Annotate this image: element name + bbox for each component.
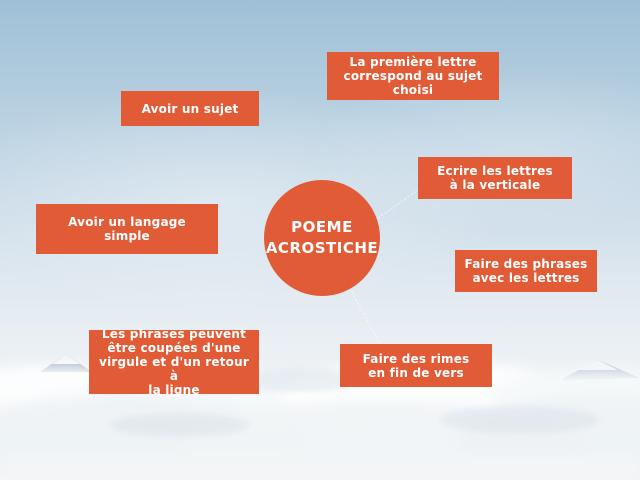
node-langage: Avoir un langage simple bbox=[36, 204, 218, 254]
node-premiere-lettre-label: La première lettre correspond au sujet c… bbox=[343, 55, 483, 97]
node-phrases-coupees: Les phrases peuvent être coupées d'une v… bbox=[89, 327, 259, 397]
node-premiere-lettre: La première lettre correspond au sujet c… bbox=[327, 52, 499, 100]
mountain-peak-left-snow bbox=[52, 354, 80, 364]
node-langage-label: Avoir un langage simple bbox=[68, 215, 186, 243]
node-phrases-lettres: Faire des phrases avec les lettres bbox=[455, 250, 597, 292]
node-verticale: Ecrire les lettres à la verticale bbox=[418, 157, 572, 199]
node-sujet-label: Avoir un sujet bbox=[141, 101, 239, 116]
connector-verticale bbox=[377, 189, 419, 219]
node-phrases-coupees-label: Les phrases peuvent être coupées d'une v… bbox=[99, 327, 249, 397]
node-verticale-label: Ecrire les lettres à la verticale bbox=[437, 164, 553, 192]
connector-rimes bbox=[351, 291, 381, 345]
center-node-poeme-acrostiche: POEME ACROSTICHE bbox=[264, 180, 380, 296]
node-rimes: Faire des rimes en fin de vers bbox=[340, 344, 492, 387]
node-phrases-lettres-label: Faire des phrases avec les lettres bbox=[464, 257, 588, 285]
mountain-peak-right-snow bbox=[578, 360, 618, 370]
center-node-label: POEME ACROSTICHE bbox=[265, 218, 379, 257]
node-sujet: Avoir un sujet bbox=[121, 91, 259, 126]
node-rimes-label: Faire des rimes en fin de vers bbox=[362, 351, 470, 380]
